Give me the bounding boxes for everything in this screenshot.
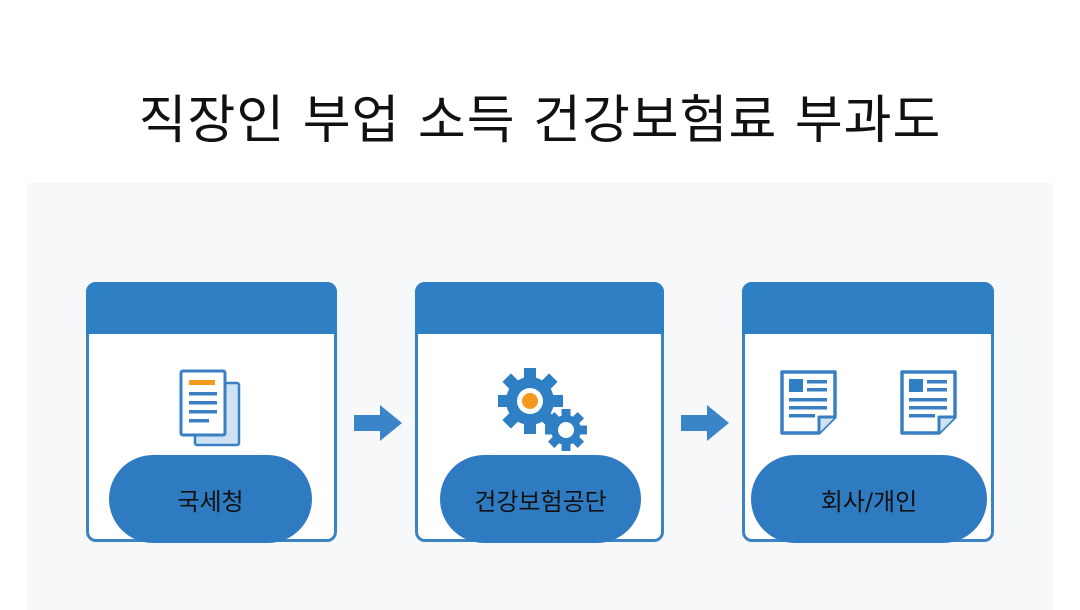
- node-label: 국세청: [177, 487, 244, 516]
- card-header: [415, 282, 664, 334]
- right-arrow-icon: [354, 405, 402, 441]
- node-label: 회사/개인: [820, 487, 918, 516]
- node-label: 건강보험공단: [474, 487, 607, 516]
- gears-icon: [498, 368, 587, 451]
- node-card-company-individual: 회사/개인: [742, 282, 994, 543]
- node-label-pill: 국세청: [109, 455, 312, 543]
- document-stack-icon: [179, 369, 241, 447]
- node-card-nts: 국세청: [86, 282, 337, 543]
- node-label-pill: 회사/개인: [751, 455, 987, 543]
- card-header: [86, 282, 337, 334]
- card-header: [742, 282, 994, 334]
- node-card-nhis: 건강보험공단: [415, 282, 664, 543]
- diagram-title: 직장인 부업 소득 건강보험료 부과도: [138, 91, 942, 151]
- right-arrow-icon: [681, 405, 729, 441]
- report-document-icon: [780, 370, 837, 435]
- report-document-icon: [900, 370, 957, 435]
- node-label-pill: 건강보험공단: [440, 455, 641, 543]
